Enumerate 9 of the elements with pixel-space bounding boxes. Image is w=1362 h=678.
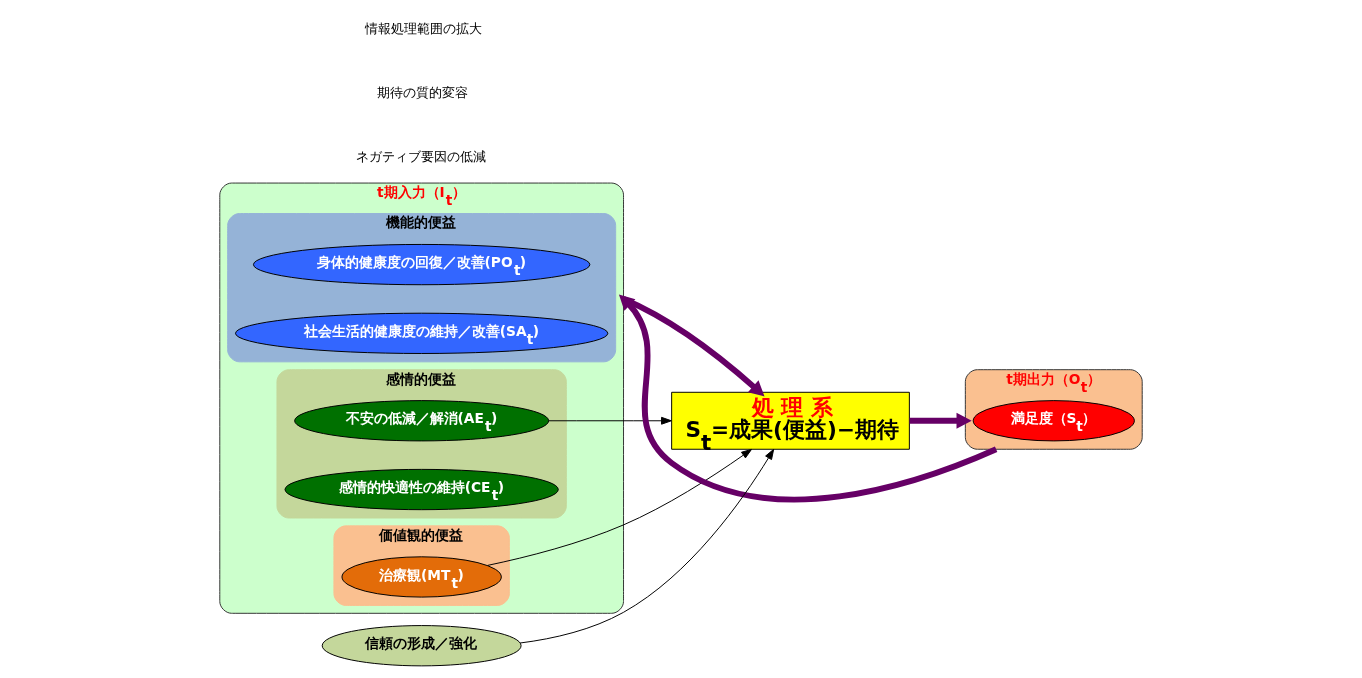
label: 期待の質的変容 — [376, 85, 468, 101]
arrow — [519, 448, 775, 644]
arrow — [618, 294, 998, 503]
node-ellipse: 信頼の形成／強化 — [321, 625, 522, 667]
arrow — [548, 416, 672, 425]
label: ネガティブ要因の低減 — [356, 148, 487, 164]
arrow — [909, 412, 972, 429]
arrow — [487, 448, 752, 566]
label: 情報処理範囲の拡大 — [364, 21, 482, 37]
